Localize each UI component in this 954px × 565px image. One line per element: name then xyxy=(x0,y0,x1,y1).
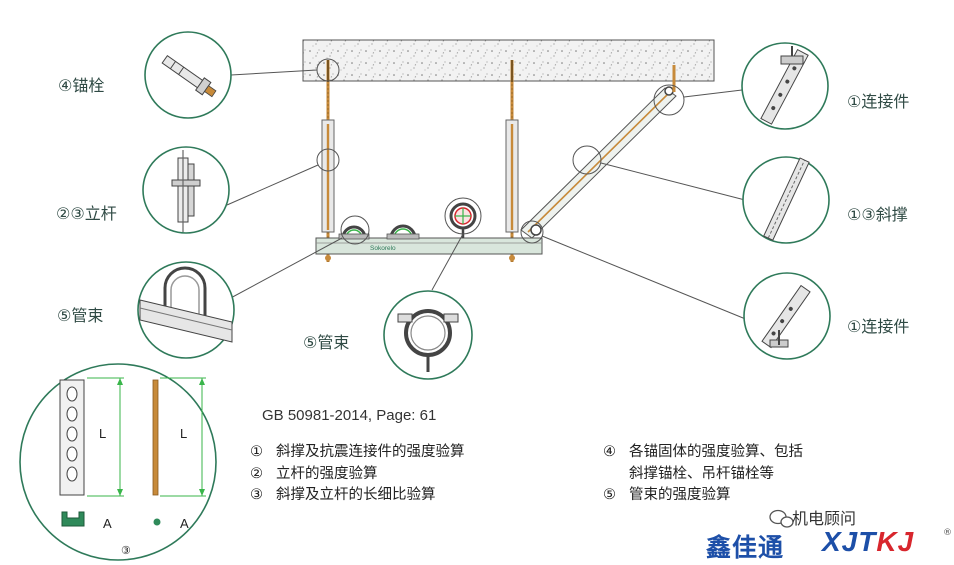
callout-pipe-clamp-left: ⑤管束 xyxy=(57,306,104,325)
channel-marking: Sokorelo xyxy=(370,245,396,252)
hanger-rod-right xyxy=(505,60,519,262)
registered-mark: ® xyxy=(943,528,952,538)
diagonal-brace xyxy=(520,65,677,239)
detail-pipe-clamp-ring xyxy=(383,290,473,380)
leader-spot-upright xyxy=(316,148,340,172)
detail-connector-top xyxy=(741,42,829,130)
watermark-text: 机电顾问 xyxy=(792,509,857,528)
pipe-clamp-3 xyxy=(449,202,477,238)
detail-pipe-clamp-channel xyxy=(137,261,235,359)
horizontal-channel: Sokorelo xyxy=(315,237,543,255)
detail-anchor-bolt xyxy=(144,31,232,119)
detail-upright xyxy=(142,146,230,234)
section-label-1: A xyxy=(103,516,112,531)
length-label-1: L xyxy=(99,426,107,441)
concrete-slab xyxy=(302,39,715,82)
leader-spot-brace xyxy=(572,145,602,175)
leader-spot-connector-top xyxy=(653,84,685,116)
callout-brace: ①③斜撑 xyxy=(847,205,908,224)
callout-anchor-bolt: ④锚栓 xyxy=(58,76,105,95)
length-label-2: L xyxy=(180,426,188,441)
standard-reference: GB 50981-2014, Page: 61 xyxy=(262,407,437,424)
brand-logo-en: XJTKJ xyxy=(822,526,915,557)
callout-upright: ②③立杆 xyxy=(56,204,117,223)
pipe-clamp-2 xyxy=(386,224,420,240)
detail-number: ③ xyxy=(121,545,131,557)
callout-pipe-clamp-center: ⑤管束 xyxy=(303,333,350,352)
callout-connector-bottom: ①连接件 xyxy=(847,317,910,336)
leader-spot-connector-bottom xyxy=(520,220,544,244)
pipe-clamp-1 xyxy=(338,225,370,240)
section-label-2: A xyxy=(180,516,189,531)
detail-connector-bottom xyxy=(743,272,831,360)
leader-spot-clamp xyxy=(340,215,370,245)
hanger-rod-left xyxy=(321,60,335,262)
wechat-icon xyxy=(769,509,794,528)
callout-connector-top: ①连接件 xyxy=(847,92,910,111)
brand-logo-cn: 鑫佳通 xyxy=(706,533,785,562)
detail-brace xyxy=(742,156,830,244)
detail-slenderness xyxy=(19,363,217,561)
legend-item: 斜撑锚栓、吊杆锚栓等 xyxy=(629,465,774,482)
slab-anchors xyxy=(327,60,513,82)
